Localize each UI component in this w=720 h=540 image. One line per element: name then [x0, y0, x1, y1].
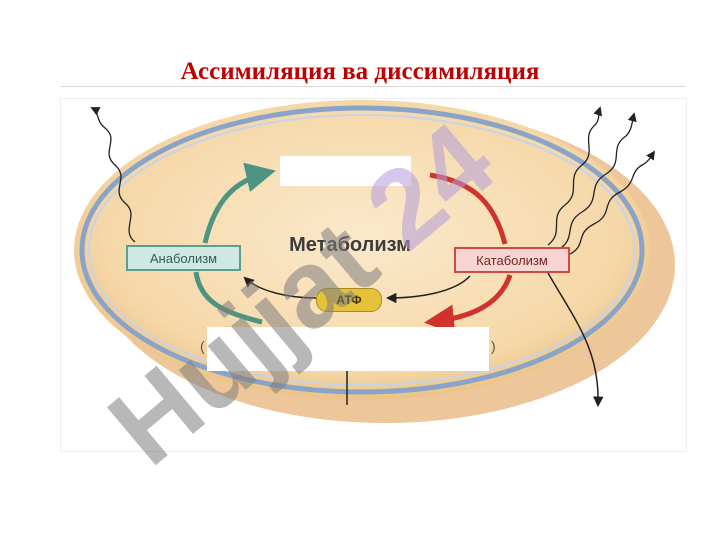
energy-wave-right-3 [567, 150, 656, 256]
cell-membrane-inner [88, 114, 636, 386]
energy-wave-left [90, 107, 136, 243]
cell-membrane [79, 105, 645, 395]
masked-label-bottom [207, 327, 489, 371]
title-rule [60, 86, 685, 87]
catabolism-arc-upper [429, 172, 508, 245]
anabolism-arc-lower [193, 271, 263, 325]
atp-arrow-in [385, 275, 471, 304]
energy-wave-right-2 [557, 112, 637, 251]
bracket-right: ) [491, 338, 496, 354]
anabolism-box: Анаболизм [126, 245, 241, 271]
atp-arrow-out [243, 276, 317, 299]
masked-label-top [280, 156, 411, 186]
waste-arrow [547, 272, 604, 408]
atp-badge: АТФ [316, 288, 382, 312]
bracket-left: ( [200, 338, 205, 354]
energy-wave-right-1 [547, 106, 603, 246]
cell-body [74, 100, 650, 400]
slide-title: Ассимиляция ва диссимиляция [180, 58, 540, 85]
figure-frame [60, 98, 687, 452]
catabolism-box: Катаболизм [454, 247, 570, 273]
catabolism-arc-lower [424, 274, 513, 335]
anabolism-arc-upper [202, 162, 276, 244]
metabolism-label: Метаболизм [289, 234, 411, 256]
